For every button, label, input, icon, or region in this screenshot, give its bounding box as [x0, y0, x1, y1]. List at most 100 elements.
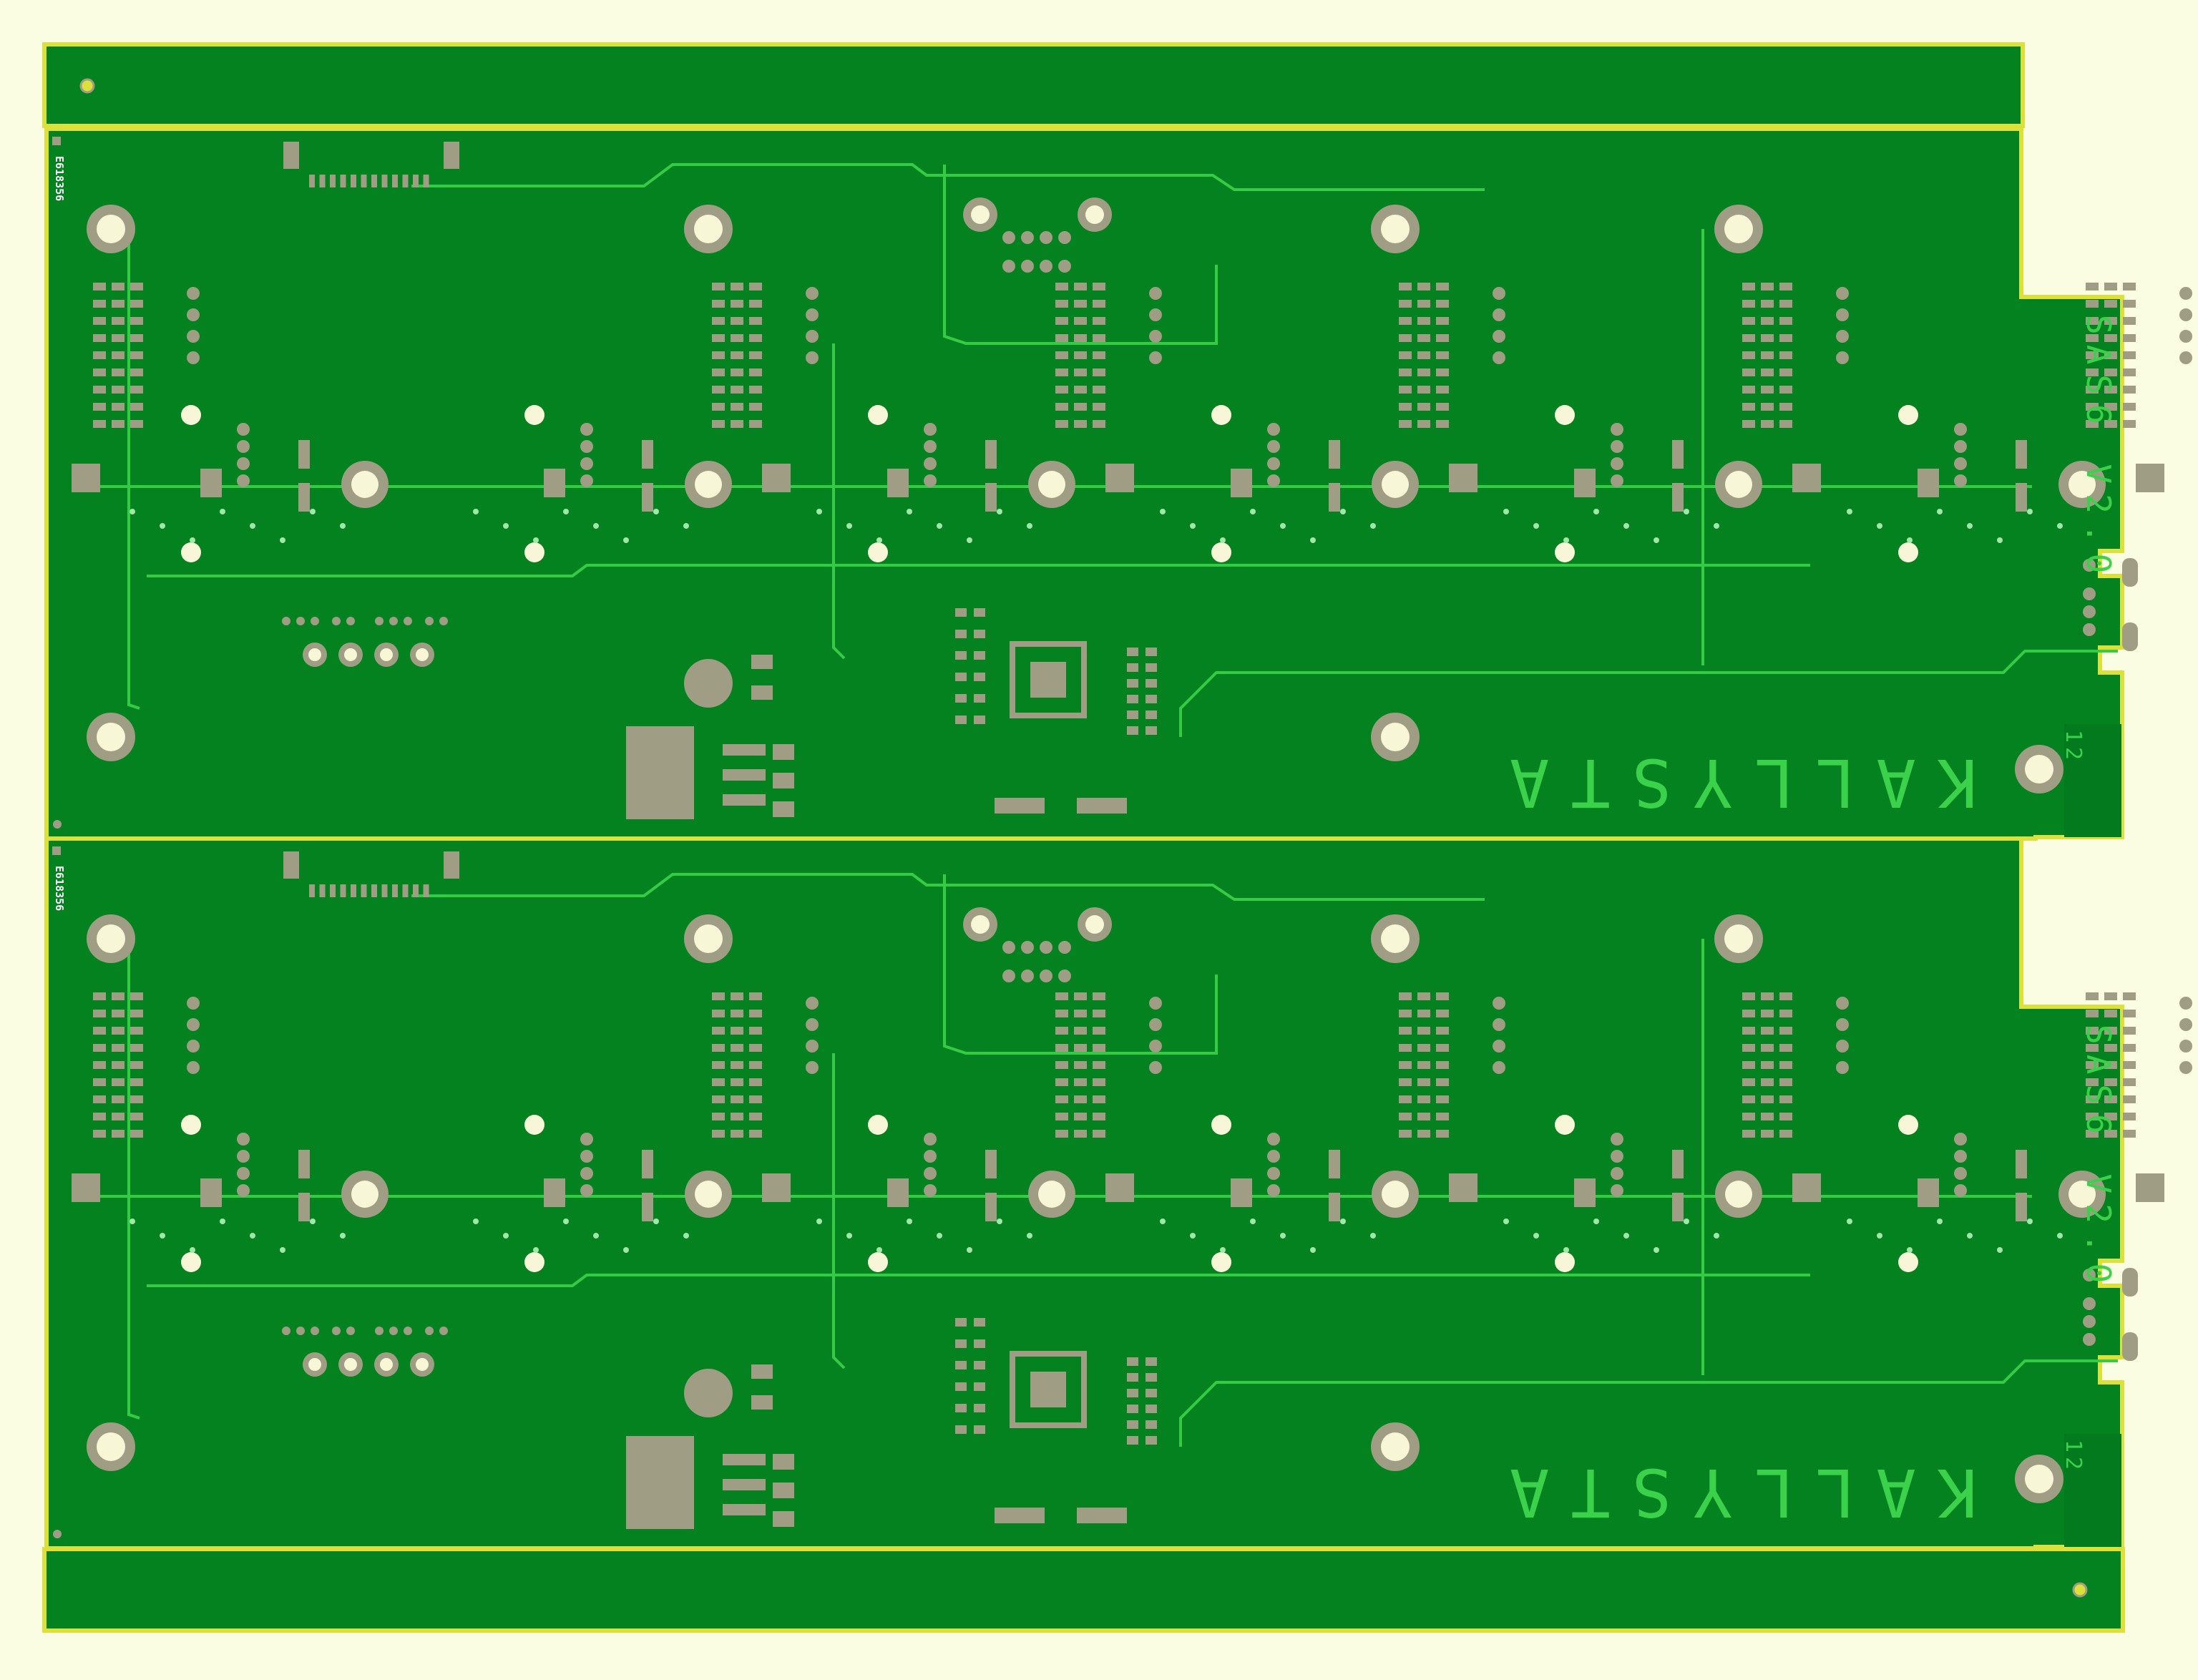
smd-component: [731, 1010, 743, 1017]
smd-component: [974, 1404, 985, 1412]
through-hole-pad: [1611, 1184, 1623, 1197]
ribbon-connector-pin: [371, 175, 377, 187]
mounting-hole: [1724, 924, 1753, 953]
vertical-trace: [127, 953, 140, 1420]
ic-package: [1231, 469, 1252, 497]
smd-component: [2086, 1130, 2099, 1138]
smd-component: [1399, 992, 1412, 1000]
smd-component: [1093, 386, 1105, 394]
via: [1907, 537, 1913, 543]
smd-component: [1417, 1010, 1430, 1017]
via: [1340, 1219, 1346, 1224]
smd-component: [1146, 663, 1157, 672]
smd-component: [2123, 386, 2136, 394]
smd-component: [731, 1095, 743, 1103]
lower-board-brand-label: KALLYSTA: [1488, 1454, 1978, 1530]
smd-component: [2086, 300, 2099, 308]
smd-component: [1055, 1095, 1068, 1103]
small-pad: [1555, 405, 1575, 425]
smd-component: [751, 1364, 773, 1379]
through-hole-pad: [1836, 308, 1849, 321]
smd-component: [2104, 420, 2117, 428]
smd-component: [1436, 992, 1449, 1000]
mounting-hole: [2025, 1465, 2053, 1493]
channel-hole: [1038, 471, 1065, 498]
through-hole-pad: [806, 1040, 819, 1053]
smd-component: [1055, 334, 1068, 342]
smd-component: [955, 630, 967, 638]
smd-component: [974, 716, 985, 724]
through-hole-pad: [2179, 1018, 2192, 1031]
smd-component: [955, 716, 967, 724]
via: [1593, 509, 1599, 514]
vertical-trace: [832, 343, 846, 660]
smd-component: [1127, 648, 1138, 656]
smd-component: [112, 1078, 124, 1086]
via: [1250, 509, 1256, 514]
through-hole-pad: [1954, 1184, 1967, 1197]
connector-pad: [985, 483, 997, 512]
smd-component: [1417, 368, 1430, 376]
smd-component: [1779, 1027, 1792, 1035]
via: [2027, 509, 2033, 514]
smd-component: [112, 992, 124, 1000]
smd-component: [93, 386, 106, 394]
smd-component: [1399, 300, 1412, 308]
smd-component: [1074, 1044, 1087, 1052]
smd-component: [2086, 334, 2099, 342]
transistor-pin: [439, 1327, 448, 1335]
smd-component: [1761, 1130, 1774, 1138]
connector-pad: [2016, 1193, 2027, 1221]
smd-component: [712, 1078, 725, 1086]
smd-component: [751, 685, 773, 700]
smd-component: [731, 351, 743, 359]
smd-component: [2123, 300, 2136, 308]
edge-connector-pin: [2083, 1297, 2096, 1310]
smd-component: [130, 351, 143, 359]
via: [997, 1219, 1002, 1224]
through-hole-pad: [187, 330, 200, 343]
through-hole-pad: [806, 287, 819, 300]
transistor-pin: [332, 1327, 341, 1335]
small-pad: [1555, 1252, 1575, 1272]
smd-component: [1055, 992, 1068, 1000]
smd-component: [1742, 1095, 1755, 1103]
smd-component: [1127, 726, 1138, 735]
through-hole-pad: [1954, 1133, 1967, 1146]
smd-component: [1436, 300, 1449, 308]
mounting-hole: [1381, 1432, 1410, 1461]
smd-component: [112, 420, 124, 428]
smd-component: [1779, 1044, 1792, 1052]
smd-component: [1436, 1010, 1449, 1017]
transistor-pin: [404, 1327, 412, 1335]
smd-component: [2123, 334, 2136, 342]
smd-component: [1742, 1027, 1755, 1035]
small-pad: [524, 542, 544, 562]
smd-component: [731, 403, 743, 411]
smd-component: [712, 420, 725, 428]
smd-component: [1742, 1078, 1755, 1086]
small-pad: [1898, 405, 1918, 425]
through-hole-pad: [806, 330, 819, 343]
power-regulator-tab: [626, 1436, 694, 1529]
via: [1027, 1233, 1032, 1239]
smd-component: [974, 1425, 985, 1434]
smd-component: [2086, 1095, 2099, 1103]
mounting-hole: [694, 215, 723, 243]
smd-component: [1399, 1044, 1412, 1052]
via: [190, 1247, 195, 1253]
via: [1593, 1219, 1599, 1224]
smd-component: [1093, 403, 1105, 411]
smd-component: [974, 1318, 985, 1327]
smd-component: [749, 283, 762, 290]
smd-component: [1074, 1113, 1087, 1120]
smd-component: [1093, 1078, 1105, 1086]
connector-pad: [298, 1193, 310, 1221]
smd-component: [1417, 420, 1430, 428]
smd-component: [1779, 1130, 1792, 1138]
via: [1533, 1233, 1539, 1239]
smd-component: [1779, 992, 1792, 1000]
smd-component: [1055, 1010, 1068, 1017]
via: [220, 1219, 225, 1224]
smd-component: [1093, 1113, 1105, 1120]
